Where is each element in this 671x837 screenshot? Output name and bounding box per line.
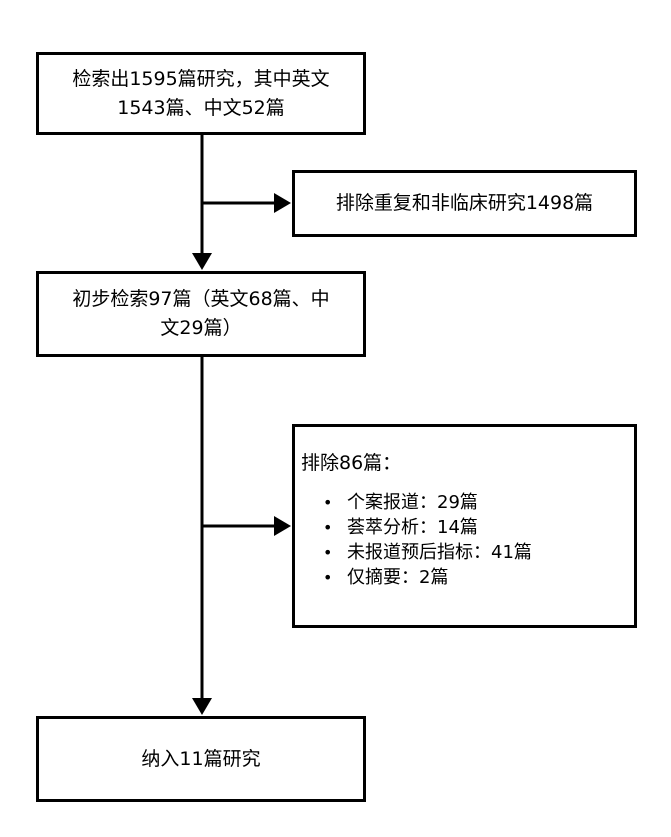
included-studies-box: 纳入11篇研究 — [36, 716, 366, 802]
excluded-reasons-list: • 个案报道：29篇 • 荟萃分析：14篇 • 未报道预后指标：41篇 • 仅摘要：2篇 — [301, 490, 634, 590]
excluded-duplicates-box: 排除重复和非临床研究1498篇 — [292, 170, 637, 237]
list-item-text: 个案报道：29篇 — [347, 492, 478, 513]
bullet-icon: • — [323, 568, 333, 587]
identified-line-1: 检索出1595篇研究，其中英文 — [72, 67, 330, 90]
excluded-reasons-box: 排除86篇： • 个案报道：29篇 • 荟萃分析：14篇 • 未报道预后指标：41篇 … — [292, 424, 637, 628]
list-item: • 荟萃分析：14篇 — [323, 515, 634, 540]
arrowhead-to-excluded-reasons — [274, 516, 291, 536]
list-item: • 仅摘要：2篇 — [323, 565, 634, 590]
bullet-icon: • — [323, 518, 333, 537]
list-item-text: 仅摘要：2篇 — [347, 567, 449, 588]
arrowhead-to-preliminary — [192, 253, 212, 270]
list-item-text: 未报道预后指标：41篇 — [347, 542, 532, 563]
arrowhead-to-included — [192, 698, 212, 715]
excluded-reasons-heading: 排除86篇： — [301, 452, 402, 474]
bullet-icon: • — [323, 493, 333, 512]
identified-line-2: 1543篇、中文52篇 — [117, 96, 285, 119]
list-item: • 个案报道：29篇 — [323, 490, 634, 515]
identified-studies-box: 检索出1595篇研究，其中英文 1543篇、中文52篇 — [36, 52, 366, 135]
preliminary-screening-box: 初步检索97篇（英文68篇、中 文29篇） — [36, 271, 366, 357]
preliminary-line-2: 文29篇） — [160, 317, 242, 339]
included-text: 纳入11篇研究 — [141, 747, 261, 770]
bullet-icon: • — [323, 543, 333, 562]
preliminary-line-1: 初步检索97篇（英文68篇、中 — [72, 288, 330, 310]
excluded-duplicates-text: 排除重复和非临床研究1498篇 — [335, 192, 594, 214]
list-item-text: 荟萃分析：14篇 — [347, 517, 478, 538]
list-item: • 未报道预后指标：41篇 — [323, 540, 634, 565]
arrowhead-to-excluded-duplicates — [274, 193, 291, 213]
